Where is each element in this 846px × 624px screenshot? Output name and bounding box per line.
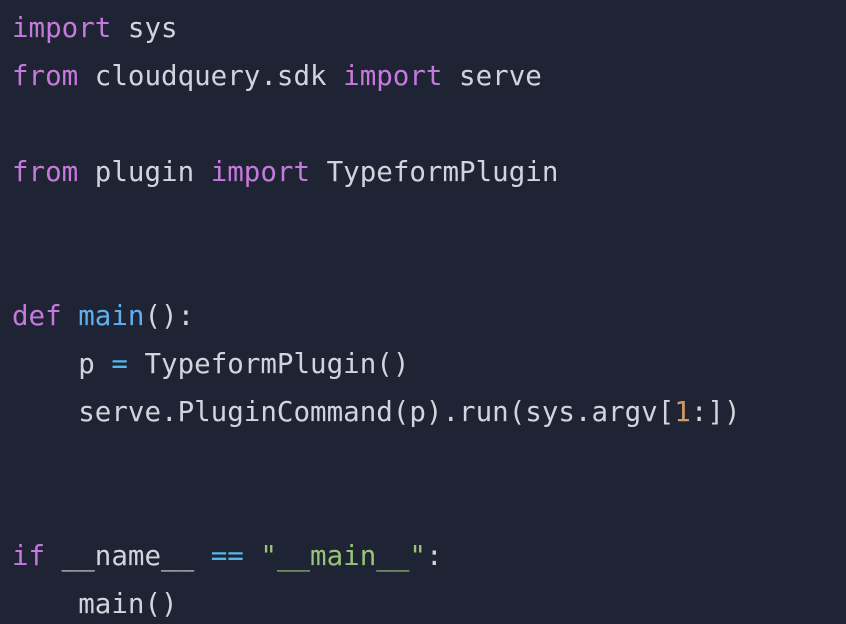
keyword: import [343, 60, 443, 92]
code-line-9: serve.PluginCommand(p).run(sys.argv[1:]) [12, 388, 741, 436]
code-line-12: if __name__ == "__main__": [12, 532, 443, 580]
code-text: :]) [690, 396, 741, 428]
code-text [62, 300, 79, 332]
code-text: serve [442, 60, 542, 92]
operator: == [210, 540, 244, 572]
code-text: serve.PluginCommand(p).run(sys.argv[ [78, 396, 675, 428]
code-line-1: import sys [12, 4, 178, 52]
indent [12, 588, 78, 620]
keyword: from [12, 156, 79, 188]
code-text: __name__ [45, 540, 211, 572]
code-line-7: def main(): [12, 292, 194, 340]
code-line-4: from plugin import TypeformPlugin [12, 148, 558, 196]
keyword: def [12, 300, 62, 332]
code-text: sys [111, 12, 178, 44]
function-name: main [78, 300, 145, 332]
indent [12, 396, 78, 428]
string-literal: "__main__" [260, 540, 426, 572]
keyword: import [210, 156, 311, 188]
keyword: if [12, 540, 46, 572]
code-text: main() [78, 588, 178, 620]
operator: = [111, 348, 128, 380]
code-text: p [78, 348, 112, 380]
code-line-13: main() [12, 580, 178, 624]
code-text: : [425, 540, 443, 572]
code-text: cloudquery.sdk [78, 60, 344, 92]
number-literal: 1 [674, 396, 691, 428]
code-text: plugin [78, 156, 211, 188]
code-line-2: from cloudquery.sdk import serve [12, 52, 542, 100]
code-line-8: p = TypeformPlugin() [12, 340, 409, 388]
keyword: import [12, 12, 112, 44]
indent [12, 348, 78, 380]
code-text: (): [144, 300, 195, 332]
code-text [244, 540, 261, 572]
code-text: TypeformPlugin() [127, 348, 410, 380]
code-text: TypeformPlugin [310, 156, 559, 188]
keyword: from [12, 60, 79, 92]
